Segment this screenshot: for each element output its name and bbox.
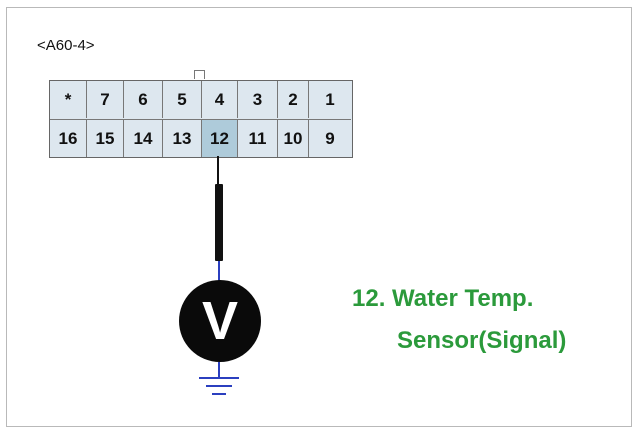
connector-block: * 7 6 5 4 3 2 1 16 15 14 13 12 11 10 9: [49, 80, 353, 158]
pin-cell: *: [50, 81, 87, 118]
test-probe: [215, 184, 223, 261]
pin-cell: 4: [202, 81, 238, 118]
pin-cell-highlighted: 12: [202, 120, 238, 157]
pin-cell: 11: [238, 120, 278, 157]
pin-cell: 2: [278, 81, 309, 118]
caption-line-2: Sensor(Signal): [397, 327, 567, 354]
connector-label: <A60-4>: [37, 37, 95, 54]
connector-latch: [194, 70, 205, 79]
pin-cell: 10: [278, 120, 309, 157]
ground-wire: [218, 362, 220, 378]
pin-cell: 6: [124, 81, 163, 118]
pin-cell: 7: [87, 81, 124, 118]
pin-cell: 15: [87, 120, 124, 157]
pin-cell: 9: [325, 128, 335, 148]
connector-top-row: * 7 6 5 4 3 2 1: [50, 81, 351, 118]
pin-cell: 3: [238, 81, 278, 118]
pin-cell: 13: [163, 120, 202, 157]
voltmeter-symbol: V: [201, 291, 239, 351]
pin-cell: 5: [163, 81, 202, 118]
connector-bottom-row: 16 15 14 13 12 11 10 9: [50, 119, 351, 157]
diagram-frame: [6, 7, 632, 427]
ground-icon: [206, 385, 232, 387]
pin-cell: 1: [325, 89, 335, 109]
ground-icon: [199, 377, 239, 379]
voltmeter-icon: V: [179, 280, 261, 362]
wire-blue: [218, 261, 220, 281]
ground-icon: [212, 393, 226, 395]
pin-cell: 16: [50, 120, 87, 157]
caption-line-1: 12. Water Temp.: [352, 285, 534, 312]
pin-cell: 14: [124, 120, 163, 157]
wire-black: [217, 156, 219, 184]
